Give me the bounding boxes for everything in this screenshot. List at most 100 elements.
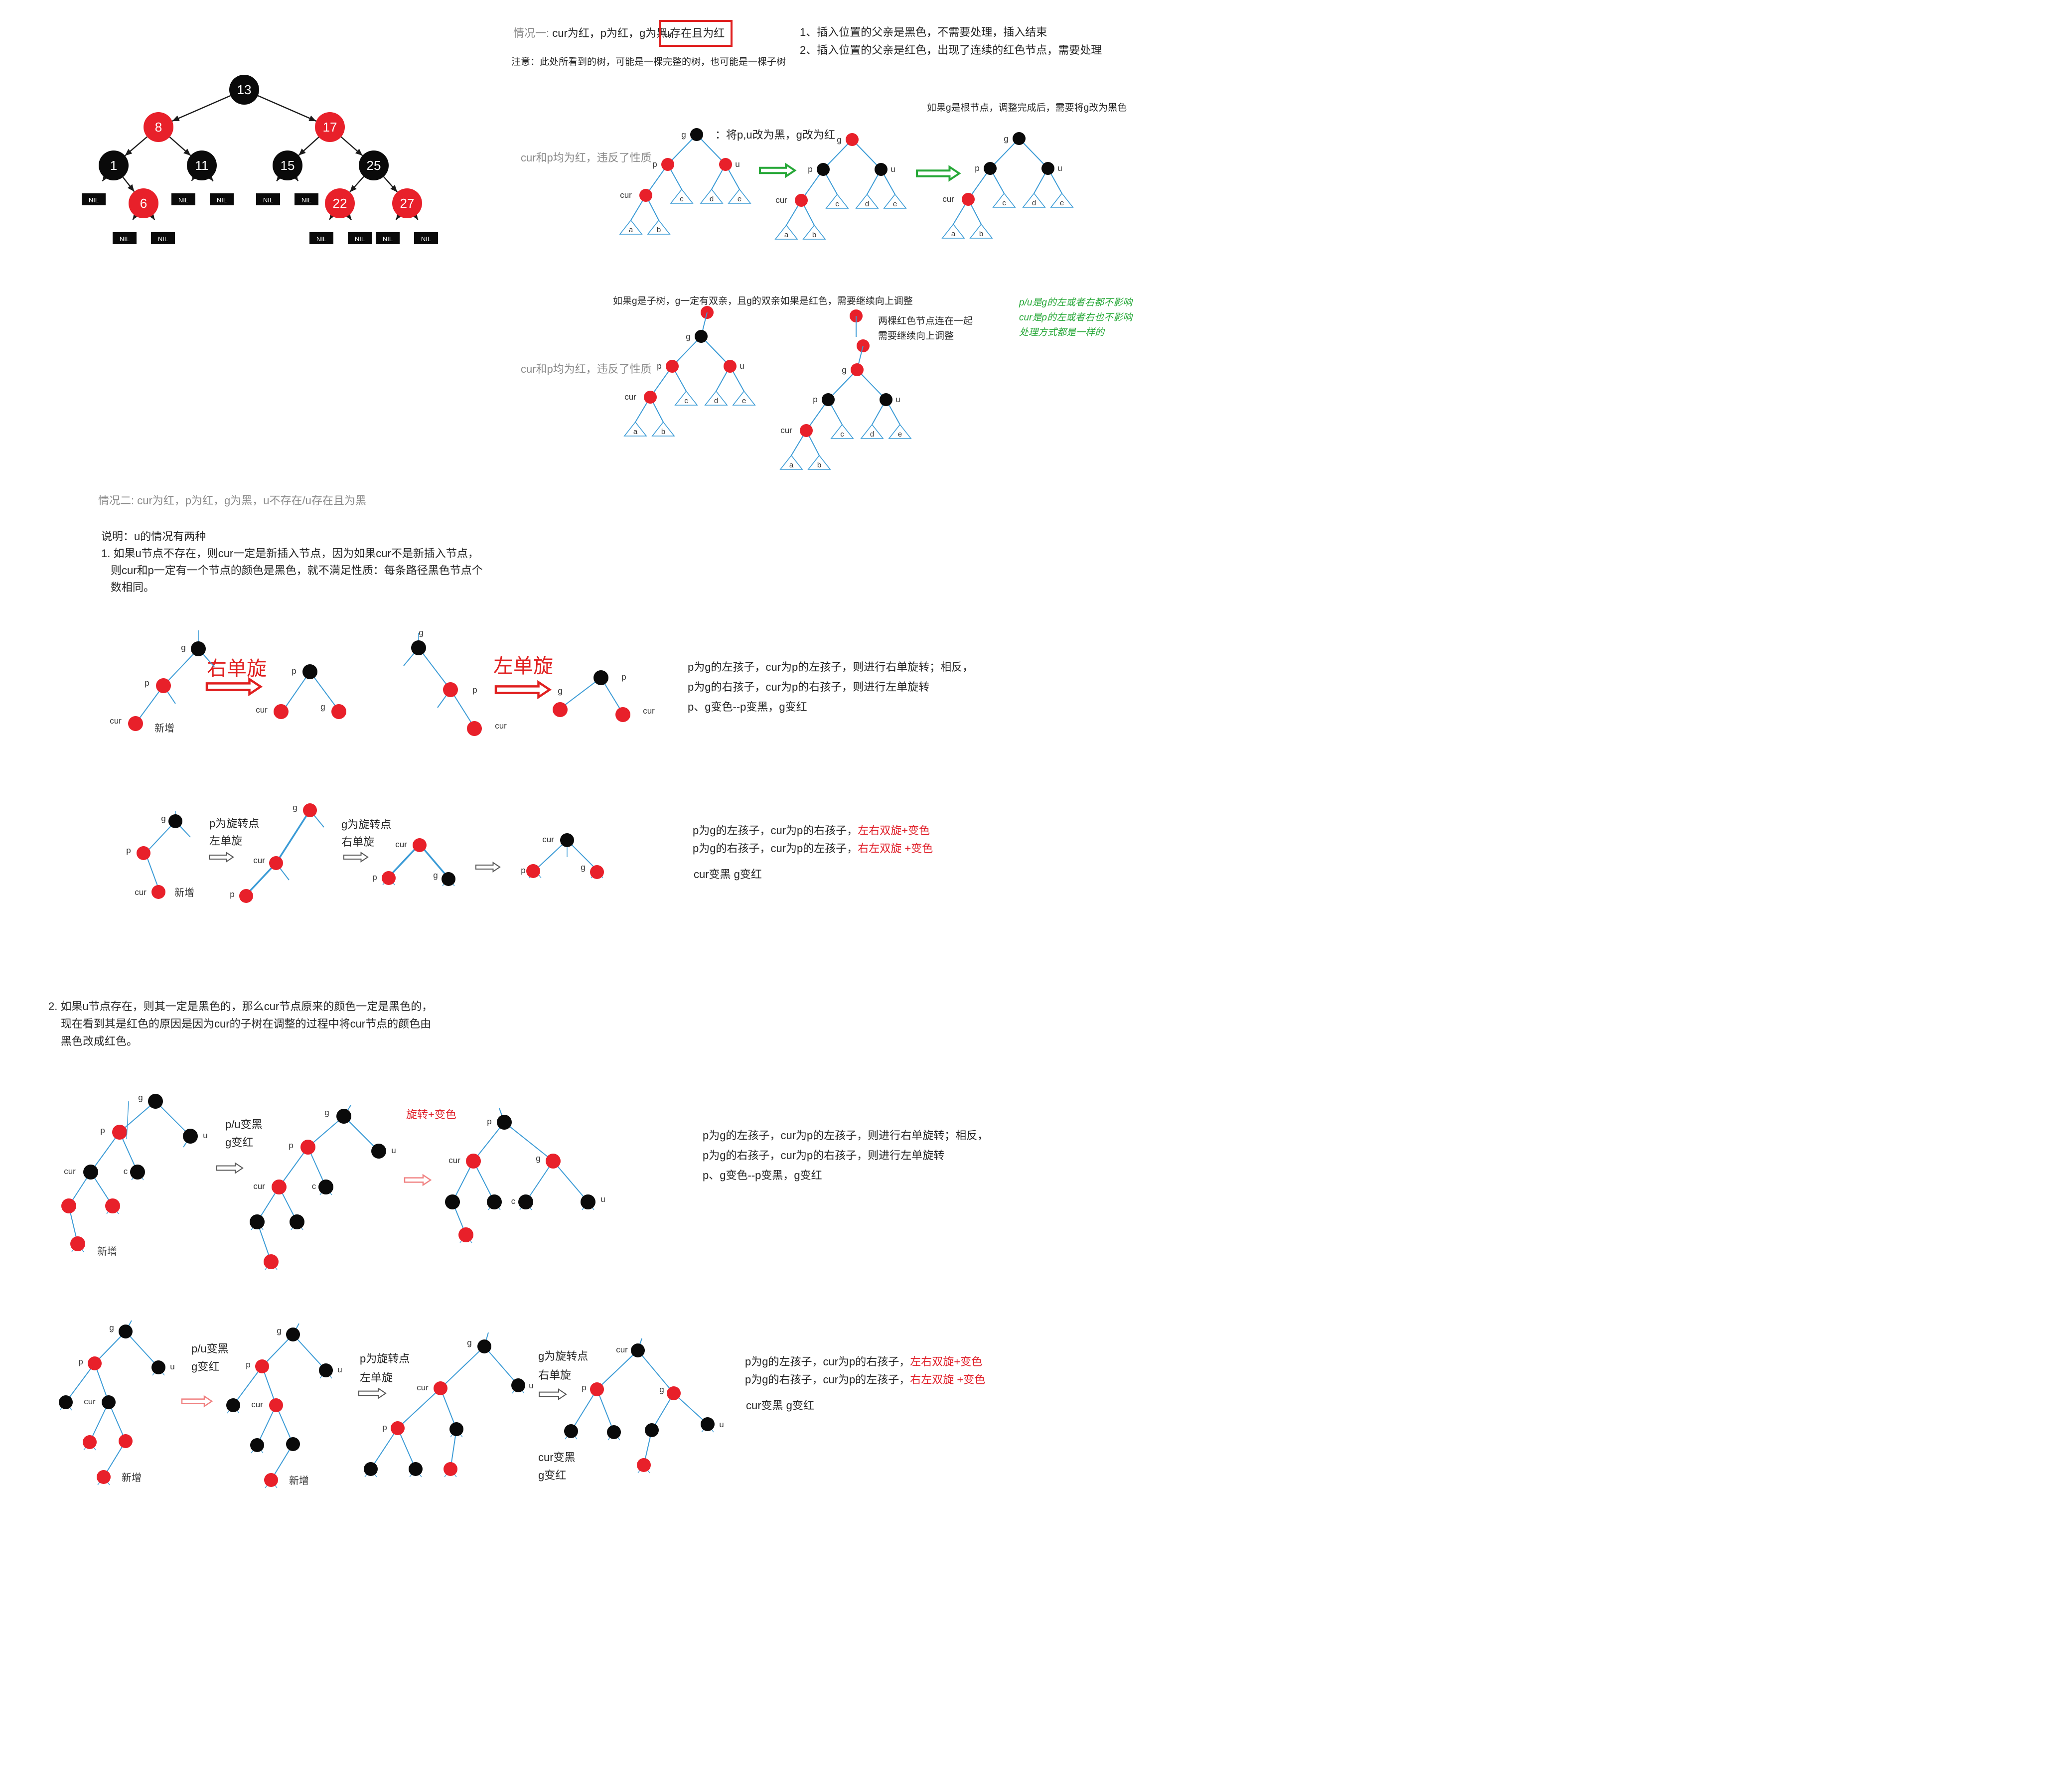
red-node: [666, 360, 679, 373]
red-node: [239, 889, 253, 903]
edge: [307, 1116, 344, 1148]
edge: [233, 1366, 263, 1406]
node-label: e: [898, 430, 902, 439]
red-node: [667, 1386, 681, 1400]
node-label: g: [581, 863, 585, 872]
node-label: cur: [256, 705, 268, 715]
black-node: [487, 1194, 502, 1209]
node-label: g: [681, 130, 686, 140]
case1-title-boxed: u存在且为红: [664, 27, 725, 39]
rb-node-27: [392, 188, 422, 218]
edge: [504, 1122, 554, 1162]
g-pivot-1: g为旋转点: [341, 818, 392, 831]
red-node: [590, 1382, 604, 1396]
nil-leaf: [295, 193, 318, 205]
edge: [440, 1346, 485, 1389]
case2-explain: 说明：u的情况有两种: [101, 530, 206, 543]
red-node: [151, 885, 165, 899]
node-label: u: [895, 395, 900, 404]
pu-black-b-1: p/u变黑: [191, 1342, 229, 1355]
edge: [637, 1350, 674, 1394]
p-pivot-b-2: 左单旋: [360, 1371, 393, 1384]
red-node: [724, 360, 737, 373]
red-node: [795, 194, 808, 207]
edge: [452, 1161, 474, 1202]
node-label: b: [657, 226, 661, 234]
nil-label: NIL: [120, 235, 130, 243]
rb-node-label: 11: [195, 158, 209, 173]
new-node-label: 新增: [289, 1475, 309, 1486]
black-node: [191, 641, 206, 656]
node-label: cur: [84, 1397, 96, 1406]
nil-leaf: [82, 193, 106, 205]
black-node: [445, 1194, 460, 1209]
node-label: a: [629, 226, 633, 234]
node-label: cur: [417, 1383, 429, 1392]
black-node: [607, 1425, 621, 1439]
red-node: [128, 716, 143, 731]
node-label: cur: [253, 856, 265, 865]
case2-point2-line2: 现在看到其是红色的原因是因为cur的子树在调整的过程中将cur节点的颜色由: [61, 1018, 432, 1030]
red-node: [255, 1359, 269, 1373]
red-node: [88, 1356, 102, 1370]
rb-node-label: 25: [367, 158, 381, 173]
edge-arrowhead: [183, 148, 191, 156]
node-label: g: [558, 686, 562, 696]
edge: [397, 1428, 416, 1470]
node-label: p: [582, 1383, 586, 1392]
red-arrow: [494, 680, 552, 700]
subtree-triangle: [860, 424, 884, 439]
edge: [535, 840, 568, 871]
cur-black-2: g变红: [538, 1469, 567, 1481]
node-label: e: [893, 200, 897, 208]
node-label: p: [145, 678, 149, 688]
node-label: d: [1032, 199, 1036, 207]
case2-point1-line2: 则cur和p一定有一个节点的颜色是黑色，就不满足性质：每条路径黑色节点个: [111, 564, 483, 577]
node-label: c: [684, 397, 688, 405]
black-node: [497, 1115, 512, 1130]
case2-point2-line3: 黑色改成红色。: [61, 1035, 138, 1047]
node-label: e: [1060, 199, 1064, 207]
edge: [155, 1101, 191, 1137]
case1-highlight-box: [659, 20, 733, 47]
node-label: g: [419, 628, 423, 637]
edge-arrowhead: [350, 185, 357, 192]
red-node: [444, 1462, 457, 1476]
node-label: p: [246, 1360, 250, 1369]
edge: [857, 369, 887, 400]
new-node-label: 新增: [122, 1472, 142, 1483]
tree-edge: [172, 95, 231, 122]
edge: [473, 1161, 495, 1202]
subtree-triangle: [774, 224, 798, 240]
double-rule-2-red: 右左双旋 +变色: [858, 842, 933, 855]
double-rule-b-1: p为g的左孩子，cur为p的右孩子，左右双旋+变色: [745, 1354, 982, 1369]
red-node: [413, 838, 427, 852]
double-rule-1: p为g的左孩子，cur为p的右孩子，左右双旋+变色: [693, 823, 930, 838]
black-node: [286, 1328, 300, 1341]
node-label: g: [686, 332, 690, 341]
red-node: [467, 721, 482, 736]
edge: [440, 1388, 457, 1430]
case1-title-prefix: 情况一:: [513, 27, 553, 39]
black-node: [1041, 162, 1054, 175]
node-label: e: [738, 195, 741, 203]
edge: [596, 1350, 638, 1390]
edge: [596, 1389, 614, 1433]
black-node: [226, 1398, 240, 1412]
subtree-triangle: [969, 223, 993, 239]
pu-black-1: p/u变黑: [225, 1118, 263, 1131]
nil-label: NIL: [158, 235, 168, 243]
rb-node-label: 15: [281, 158, 295, 173]
edge: [418, 647, 451, 690]
red-node: [105, 1198, 120, 1213]
tree-edge: [258, 95, 316, 122]
edge: [696, 134, 726, 165]
black-node: [319, 1363, 333, 1377]
double-rule-3: cur变黑 g变红: [694, 868, 762, 881]
case1-root-note: 如果g是根节点，调整完成后，需要将g改为黑色: [927, 103, 1127, 113]
g-pivot-2: 右单旋: [341, 836, 375, 848]
edge-arrowhead: [355, 148, 363, 156]
pu-black-2: g变红: [225, 1136, 254, 1149]
black-node: [371, 1144, 386, 1159]
node-label: cur: [64, 1167, 76, 1176]
